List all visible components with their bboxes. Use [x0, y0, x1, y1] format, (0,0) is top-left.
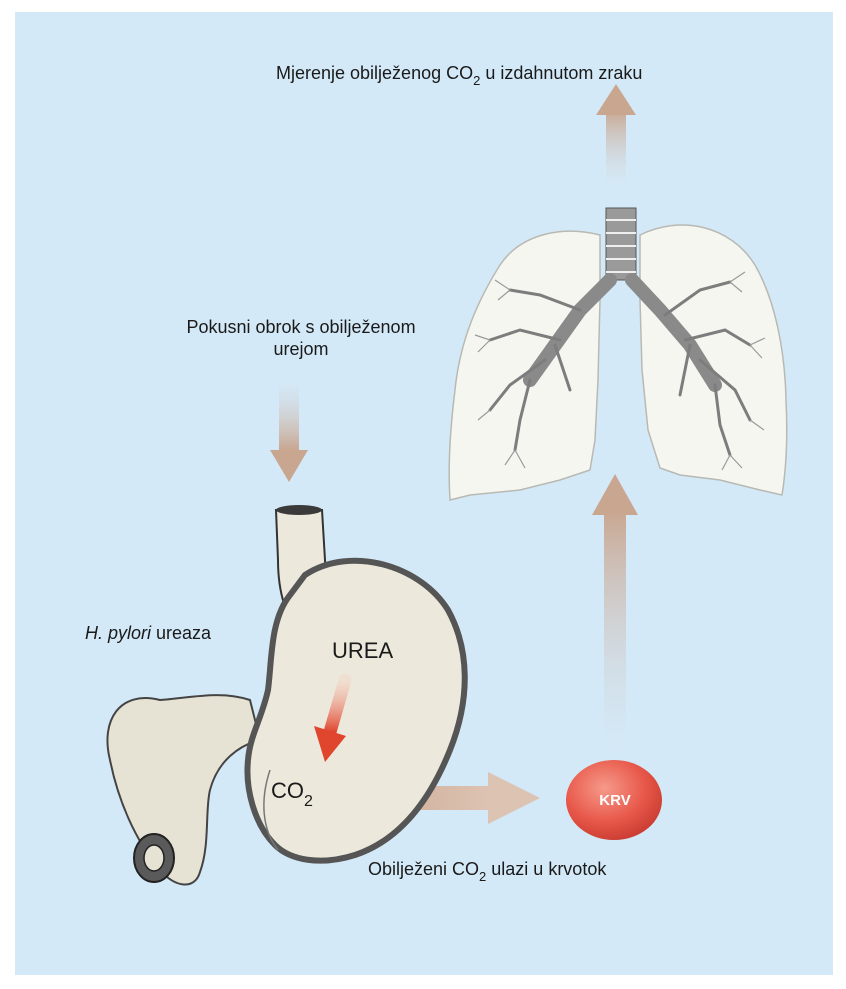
label-test-meal-line1: Pokusni obrok s obilježenom [142, 316, 460, 338]
label-exhaled-co2: Mjerenje obilježenog CO2 u izdahnutom zr… [276, 62, 642, 86]
label-co2: CO2 [271, 780, 313, 805]
arrow-blood-to-lungs [592, 474, 638, 755]
label-urease: H. pylori ureaza [85, 622, 211, 644]
label-blood-entry: Obilježeni CO2 ulazi u krvotok [368, 858, 606, 882]
arrow-meal [270, 380, 308, 482]
label-test-meal-line2: urejom [142, 338, 460, 360]
label-krv: KRV [572, 790, 658, 812]
label-test-meal: Pokusni obrok s obilježenom urejom [142, 316, 460, 360]
stomach-illustration [107, 505, 464, 885]
label-urea: UREA [332, 640, 393, 662]
arrow-exhale [596, 84, 636, 188]
lungs-illustration [449, 208, 787, 500]
